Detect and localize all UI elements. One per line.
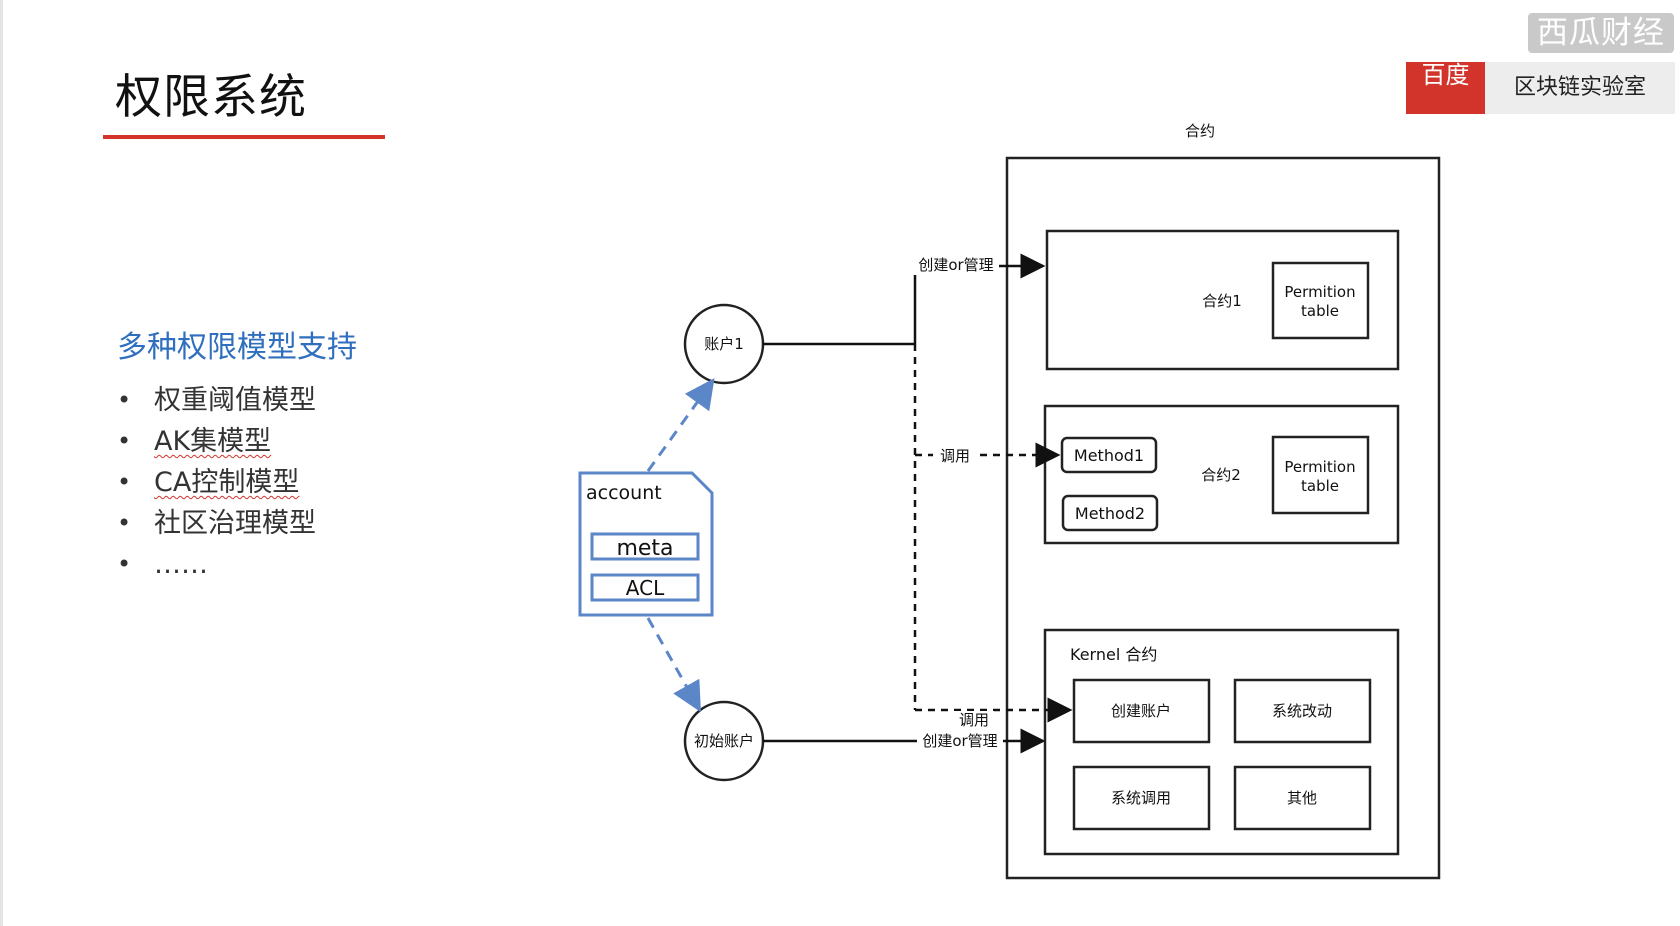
kernel-cell [1072,765,1211,831]
watermark-logo: 西瓜财经 [1528,13,1674,53]
edge-label-invoke: 调用 [959,711,989,729]
kernel-cell-label: 创建账户 [1111,702,1171,720]
kernel-cell [1233,765,1372,831]
method2-box [1061,494,1159,532]
feature-item-text: AK集模型 [154,426,272,457]
perm-table-line: table [1301,477,1339,495]
edge-label-bg [933,446,977,466]
account-field-meta [590,532,700,561]
baidu-badge: 百度 [1406,62,1485,114]
slide-title: 权限系统 [115,70,307,125]
contract2-perm-table [1271,435,1370,515]
account-field-label: meta [616,536,673,561]
contract2-label: 合约2 [1201,466,1241,484]
feature-item: 权重阈值模型 [117,380,316,421]
kernel-contract-label: Kernel 合约 [1070,645,1157,664]
account-document [578,471,714,617]
feature-item: …… [117,544,316,585]
account-field-label: ACL [626,576,665,600]
kernel-cell [1072,678,1211,744]
features-heading: 多种权限模型支持 [117,330,357,365]
edge-label-create-manage: 创建or管理 [922,732,997,750]
title-underline [103,135,385,139]
feature-item: AK集模型 [117,421,316,462]
kernel-cell-label: 系统改动 [1272,702,1332,720]
account1-label: 账户1 [704,335,744,353]
doc-to-initial-account-arrow [646,617,701,713]
method2-label: Method2 [1075,504,1145,523]
edge-label-bg [913,255,999,275]
feature-item-text: CA控制模型 [154,467,300,498]
edge-label-bg [917,731,1003,751]
account-field-acl [590,573,700,602]
initial-account-label: 初始账户 [694,732,754,750]
perm-table-line: Permition [1284,458,1355,476]
account-doc-title: account [586,482,662,504]
outer-contract-label: 合约 [1185,122,1215,140]
feature-list: 权重阈值模型 AK集模型 CA控制模型 社区治理模型 …… [117,380,316,585]
feature-item: CA控制模型 [117,462,316,503]
contract1-perm-table [1271,261,1370,340]
doc-to-account1-arrow [646,378,715,472]
outer-contract-box [1005,156,1441,880]
method1-box [1060,436,1158,474]
kernel-cell-label: 系统调用 [1111,789,1171,807]
edge-label-create-manage: 创建or管理 [918,256,993,274]
edge-label-invoke: 调用 [940,447,970,465]
contract1-label: 合约1 [1202,292,1242,310]
lab-badge: 区块链实验室 [1485,62,1675,114]
method1-label: Method1 [1074,446,1144,465]
edge-label-bg [954,711,994,730]
perm-table-line: Permition [1284,283,1355,301]
feature-item: 社区治理模型 [117,503,316,544]
contract2-box [1043,404,1400,545]
kernel-cell-label: 其他 [1287,789,1317,807]
slide-edge [0,0,3,926]
perm-table-line: table [1301,302,1339,320]
contract1-box [1045,229,1400,371]
kernel-cell [1233,678,1372,744]
